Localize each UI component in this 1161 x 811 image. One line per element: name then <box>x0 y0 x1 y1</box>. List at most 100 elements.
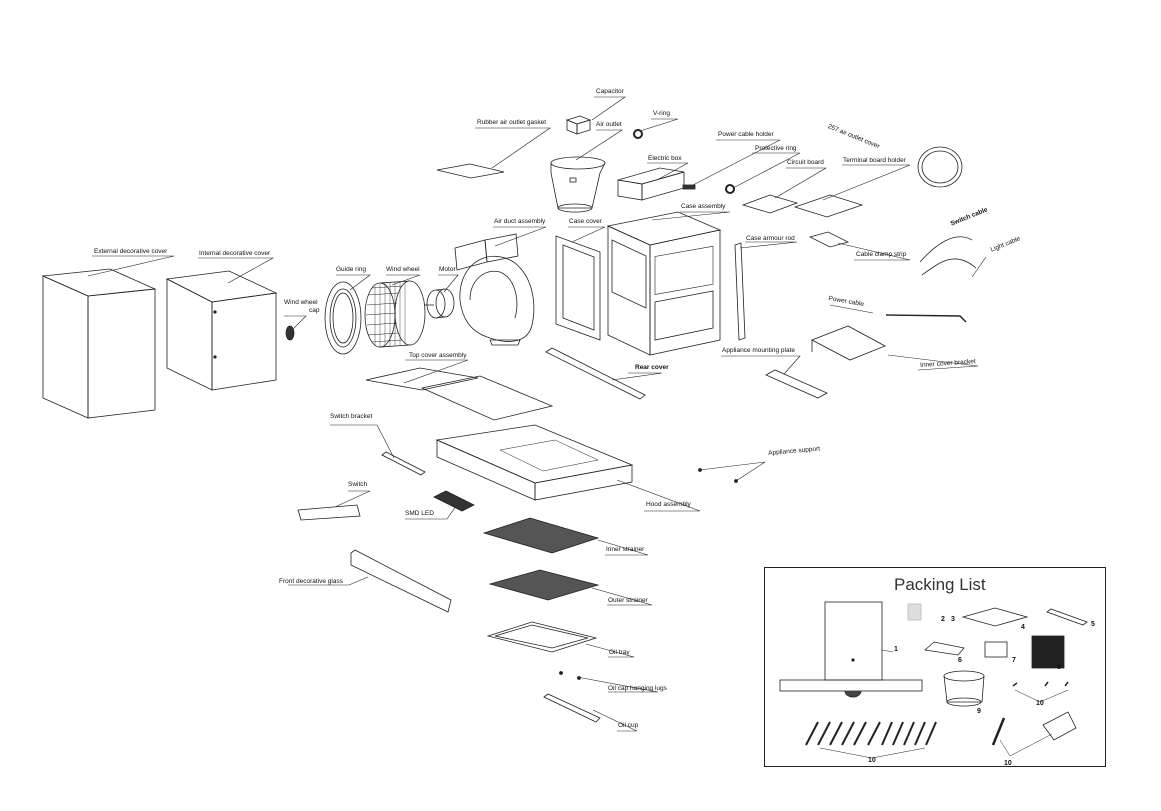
protective-ring-drawing <box>725 184 735 194</box>
label-rubber-gasket: Rubber air outlet gasket <box>477 119 547 126</box>
top-cover-assembly-drawing <box>365 367 554 421</box>
front-glass-drawing <box>350 549 452 613</box>
capacitor-drawing <box>565 115 592 135</box>
label-oil-cup: Oil cup <box>618 722 639 729</box>
packing-list-box <box>764 567 1106 767</box>
label-electric-box: Electric box <box>648 155 682 162</box>
power-cable-drawing <box>885 314 967 323</box>
packing-num-8: 8 <box>1057 664 1061 671</box>
packing-list-title: Packing List <box>894 575 986 594</box>
terminal-board-holder-drawing <box>793 194 864 218</box>
label-smd-led: SMD LED <box>405 510 434 517</box>
packing-item-6 <box>924 641 965 656</box>
packing-num-5: 5 <box>1091 621 1095 628</box>
appliance-support-drawing-1 <box>698 468 702 472</box>
inner-cover-bracket-drawing <box>811 325 886 361</box>
packing-num-10c: 10 <box>1004 760 1012 767</box>
oil-cap-lug-drawing-2 <box>577 676 581 680</box>
case-cover-drawing <box>555 235 601 341</box>
packing-item-5 <box>1046 608 1088 626</box>
label-hood-assembly: Hood assembly <box>646 501 691 508</box>
wind-wheel-drawing <box>364 280 426 348</box>
label-power-cable-holder: Power cable holder <box>718 131 774 138</box>
packing-item-2-3 <box>907 603 922 621</box>
label-switch-bracket: Switch bracket <box>330 413 373 420</box>
air-duct-assembly-drawing <box>454 233 535 346</box>
label-top-cover-assembly: Top cover assembly <box>409 352 467 359</box>
v-ring-drawing <box>633 129 643 139</box>
packing-num-9: 9 <box>977 708 981 715</box>
label-outer-strainer: Outer strainer <box>608 597 648 604</box>
oil-cap-lug-drawing-1 <box>559 671 563 675</box>
air-outlet-drawing <box>550 156 606 213</box>
label-cable-clamp-strip: Cable clamp strip <box>856 251 907 258</box>
packing-num-7: 7 <box>1012 657 1016 664</box>
label-switch: Switch <box>348 481 368 488</box>
power-cable-holder-drawing <box>682 184 696 190</box>
packing-num-1: 1 <box>894 646 898 653</box>
internal-decorative-cover-drawing <box>165 270 278 391</box>
air-outlet-cover-drawing <box>917 146 963 188</box>
packing-item-7 <box>984 641 1008 658</box>
label-rear-cover: Rear cover <box>635 364 669 371</box>
label-external-cover: External decorative cover <box>94 248 168 255</box>
oil-tray-drawing <box>486 621 598 653</box>
guide-ring-drawing <box>324 281 362 355</box>
label-guide-ring: Guide ring <box>336 266 366 273</box>
label-air-duct-assembly: Air duct assembly <box>494 218 546 225</box>
wind-wheel-cap-drawing <box>285 325 295 341</box>
packing-num-2: 2 <box>941 616 945 623</box>
packing-num-6: 6 <box>958 657 962 664</box>
packing-anchors <box>805 721 937 746</box>
label-v-ring: V-ring <box>653 110 670 117</box>
label-internal-cover: Internal decorative cover <box>199 250 271 257</box>
packing-screws <box>1012 681 1069 687</box>
label-front-glass: Front decorative glass <box>279 578 343 585</box>
appliance-support-drawing-2 <box>734 479 738 483</box>
label-circuit-board: Circuit board <box>787 159 824 166</box>
packing-item-4 <box>961 607 1029 627</box>
inner-strainer-drawing <box>482 517 600 554</box>
packing-figures <box>779 601 1088 759</box>
external-decorative-cover-drawing <box>41 268 157 419</box>
label-motor: Motor <box>439 266 456 273</box>
packing-item-8 <box>1031 635 1065 669</box>
label-air-outlet: Air outlet <box>596 121 622 128</box>
motor-drawing <box>424 288 455 319</box>
label-wind-wheel: Wind wheel <box>386 266 420 273</box>
circuit-board-drawing <box>741 194 799 214</box>
label-oil-cap-lugs: Oil cap hanging lugs <box>608 685 667 692</box>
mounting-plate-drawing <box>765 369 828 399</box>
label-case-armour-rod: Case armour rod <box>746 235 795 242</box>
oil-cup-drawing <box>543 693 601 723</box>
label-case-assembly: Case assembly <box>681 203 726 210</box>
electric-box-drawing <box>617 167 685 201</box>
cable-clamp-strip-drawing <box>808 231 850 248</box>
switch-drawing <box>297 504 361 521</box>
switch-cable-drawing <box>919 236 973 263</box>
label-capacitor: Capacitor <box>596 88 624 95</box>
packing-num-10a: 10 <box>1036 700 1044 707</box>
case-assembly-drawing <box>606 211 722 356</box>
packing-item-9 <box>943 670 985 707</box>
packing-num-4: 4 <box>1021 624 1025 631</box>
smd-led-drawing <box>433 490 475 512</box>
light-cable-drawing <box>921 258 977 276</box>
hood-assembly-drawing <box>435 424 634 501</box>
label-oil-tray: Oil tray <box>609 649 630 656</box>
packing-num-3: 3 <box>951 616 955 623</box>
switch-bracket-drawing <box>381 451 426 476</box>
label-case-cover: Case cover <box>569 218 602 225</box>
label-protective-ring: Protective ring <box>755 145 797 152</box>
leader-lines <box>87 96 987 732</box>
rear-cover-drawing <box>545 347 646 400</box>
label-mounting-plate: Appliance mounting plate <box>722 347 795 354</box>
label-inner-strainer: Inner strainer <box>606 546 645 553</box>
label-wind-wheel-cap-2: cap <box>309 307 320 314</box>
outer-strainer-drawing <box>488 569 600 601</box>
rubber-gasket-drawing <box>436 163 505 179</box>
label-wind-wheel-cap-1: Wind wheel <box>284 299 318 306</box>
case-armour-rod-drawing <box>734 242 746 341</box>
label-terminal-board-holder: Terminal board holder <box>843 157 906 164</box>
